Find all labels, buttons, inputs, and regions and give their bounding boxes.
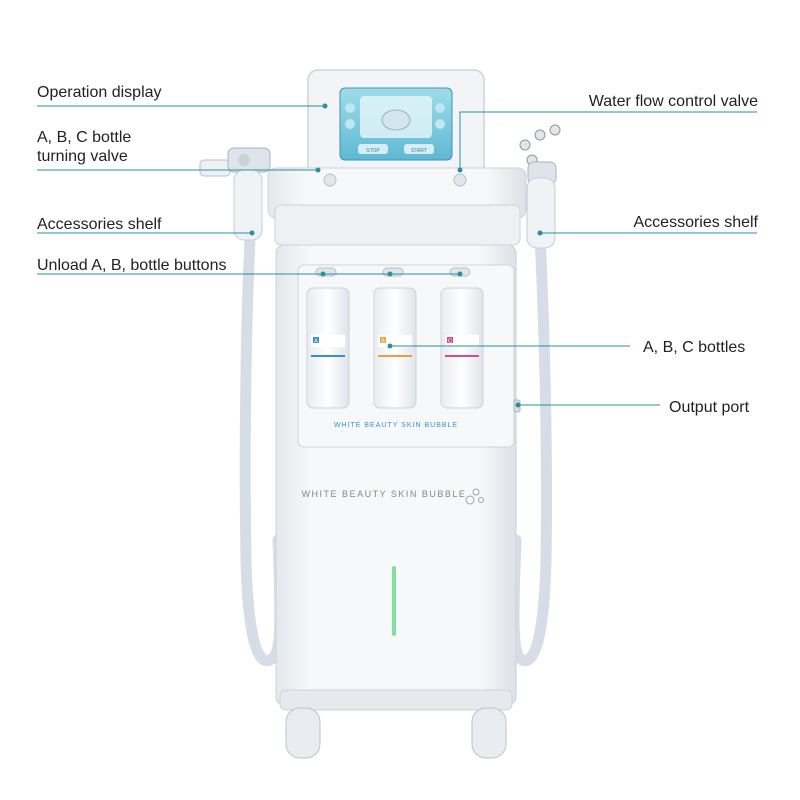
- right-hose: [508, 229, 553, 667]
- label-operation-display: Operation display: [37, 84, 162, 101]
- bottle-b: [373, 287, 417, 409]
- label-accessories-shelf-right: Accessories shelf: [633, 214, 759, 231]
- label-output-port: Output port: [669, 399, 750, 416]
- label-bottle-valve-line1: A, B, C bottle: [37, 129, 132, 146]
- right-handpiece: [519, 124, 561, 249]
- left-hose: [239, 234, 286, 667]
- screen-stop: STOP: [366, 148, 380, 154]
- bubbles-logo: [465, 488, 484, 505]
- bottle-b-letter: B: [381, 339, 385, 345]
- label-accessories-shelf-left: Accessories shelf: [37, 216, 162, 233]
- base: [279, 689, 513, 711]
- label-bottle-valve-line2: turning valve: [37, 148, 128, 165]
- label-unload-buttons: Unload A, B, bottle buttons: [37, 257, 227, 274]
- window-brand: WHITE BEAUTY SKIN BUBBLE: [334, 422, 458, 429]
- leader-dots: [249, 103, 543, 408]
- handpiece-on-screen: [381, 109, 411, 131]
- wheels: [285, 707, 507, 759]
- bottle-a-letter: A: [314, 339, 318, 345]
- green-indicator: [392, 566, 396, 636]
- bottle-c: [440, 287, 484, 409]
- bottle-a: [306, 287, 350, 409]
- bottle-c-letter: C: [448, 339, 452, 345]
- leader-lines: [37, 105, 757, 406]
- label-abc-bottles: A, B, C bottles: [643, 339, 746, 356]
- label-water-flow-valve: Water flow control valve: [588, 93, 758, 110]
- body-brand: WHITE BEAUTY SKIN BUBBLE: [302, 489, 467, 499]
- screen-start: START: [411, 148, 427, 154]
- left-handpiece: [199, 147, 271, 241]
